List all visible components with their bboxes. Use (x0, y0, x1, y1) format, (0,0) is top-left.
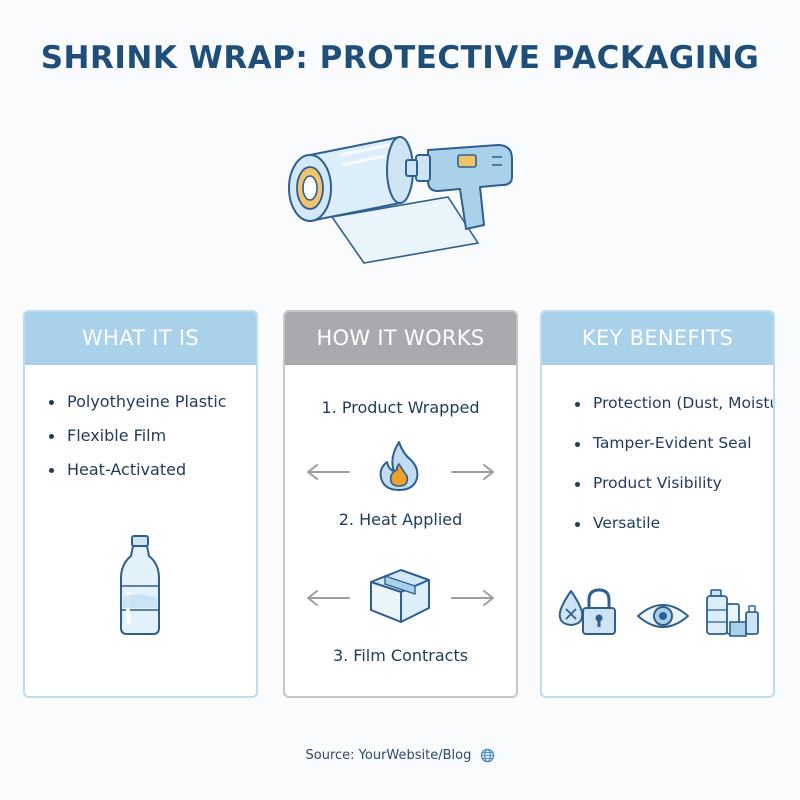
source-credit: Source: YourWebsite/Blog (0, 748, 800, 763)
how-it-works-panel: HOW IT WORKS 1. Product Wrapped 2. Heat … (283, 310, 518, 698)
list-item: Versatile (573, 514, 773, 554)
heat-gun-icon (405, 144, 513, 230)
source-label: Source: YourWebsite/Blog (305, 748, 472, 763)
hero-illustration (288, 136, 513, 264)
list-item: Flexible Film (47, 426, 227, 460)
arrow-right-icon (451, 590, 494, 606)
bottle-icon (120, 535, 160, 635)
key-benefits-panel: KEY BENEFITS Protection (Dust, Moisture)… (540, 310, 775, 698)
panel-heading: WHAT IT IS (25, 312, 256, 365)
eye-icon (637, 604, 689, 628)
panel-heading: HOW IT WORKS (285, 312, 516, 365)
globe-icon (480, 748, 494, 763)
flame-icon (379, 441, 419, 491)
arrow-left-icon (307, 464, 350, 480)
panel-heading: KEY BENEFITS (542, 312, 773, 365)
key-benefits-list: Protection (Dust, Moisture) Tamper-Evide… (573, 394, 773, 554)
page-title: SHRINK WRAP: PROTECTIVE PACKAGING (40, 40, 760, 76)
step-label: 1. Product Wrapped (321, 398, 480, 417)
list-item: Tamper-Evident Seal (573, 434, 773, 474)
list-item: Protection (Dust, Moisture) (573, 394, 773, 434)
padlock-icon (582, 588, 616, 635)
step-label: 3. Film Contracts (332, 646, 469, 665)
arrow-right-icon (451, 464, 494, 480)
box-icon (370, 569, 430, 623)
what-it-is-list: Polyothyeine Plastic Flexible Film Heat-… (47, 392, 227, 494)
products-icon (706, 589, 759, 637)
film-roll-icon (288, 136, 480, 264)
what-it-is-panel: WHAT IT IS Polyothyeine Plastic Flexible… (23, 310, 258, 698)
list-item: Product Visibility (573, 474, 773, 514)
list-item: Polyothyeine Plastic (47, 392, 227, 426)
step-label: 2. Heat Applied (338, 510, 463, 529)
water-drop-icon (558, 590, 584, 626)
list-item: Heat-Activated (47, 460, 227, 494)
arrow-left-icon (307, 590, 350, 606)
